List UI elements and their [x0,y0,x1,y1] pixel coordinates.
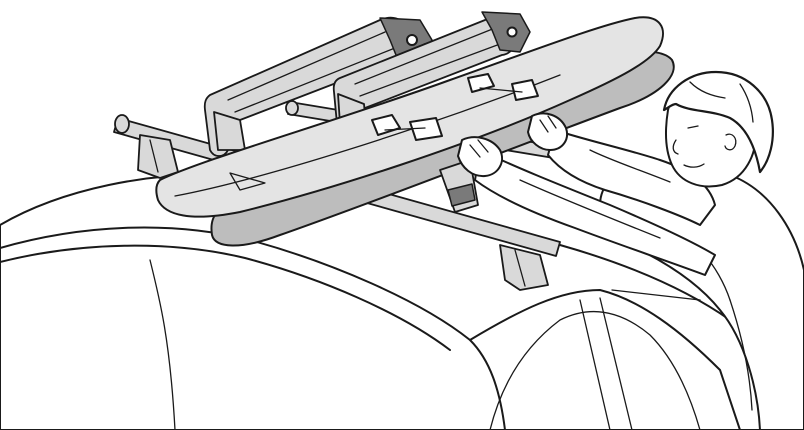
person-hair [662,70,774,174]
front-crossbar-foot [499,244,549,291]
board-lower-clamp [439,159,479,213]
person-right-arm [547,129,716,226]
front-snowboard-carrier [332,11,531,132]
snowboard-bindings [371,73,539,141]
front-snowboard [155,16,664,218]
person-left-hand [457,136,504,178]
person-left-arm [474,149,716,276]
person-right-hand [527,112,568,151]
car-windshield [469,289,741,430]
